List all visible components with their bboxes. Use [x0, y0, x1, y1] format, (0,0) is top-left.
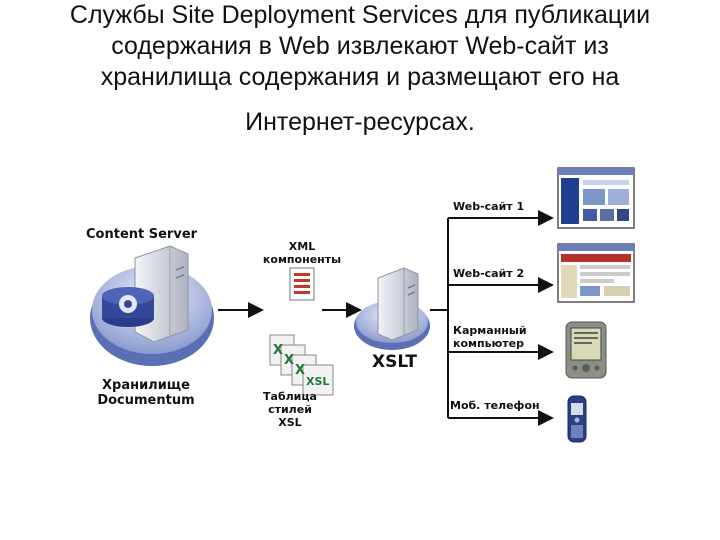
target-label-mobile: Моб. телефон	[450, 399, 540, 412]
target-label-pda: Карманный компьютер	[453, 324, 527, 350]
repository-label-line-1: Хранилище	[101, 378, 190, 393]
web-site-2-screen-icon	[557, 243, 635, 303]
content-server-label: Content Server	[86, 227, 198, 242]
xml-label-line-2: компоненты	[262, 253, 342, 266]
xsl-table-line-3: XSL	[278, 416, 302, 429]
title-line-4: Интернет-ресурсах.	[245, 108, 475, 136]
xslt-server-group	[354, 267, 430, 350]
title-line-1: Службы Site Deployment Services для публ…	[69, 1, 651, 29]
target-label-web-site-2: Web-сайт 2	[453, 267, 525, 280]
xsl-doc-label: XSL	[306, 375, 329, 388]
title-line-2: содержания в Web извлекают Web-сайт из	[111, 32, 609, 60]
xsl-doc-letter-1: X	[273, 343, 283, 358]
repository-label-line-2: Documentum	[97, 393, 195, 408]
xml-components-icon	[289, 267, 315, 301]
xslt-server-icon	[377, 267, 419, 341]
xslt-label: XSLT	[372, 352, 417, 372]
xsl-documents-icon: X X X XSL	[269, 334, 334, 396]
web-site-1-screen-icon	[557, 167, 635, 229]
content-server-group	[90, 245, 214, 366]
pda-label-line-1: Карманный	[453, 324, 527, 337]
repository-label: Хранилище Documentum	[96, 378, 196, 408]
xsl-doc-letter-3: X	[295, 363, 305, 378]
xsl-table-line-2: стилей	[268, 403, 312, 416]
pda-label-line-2: компьютер	[453, 337, 524, 350]
title-line-3: хранилища содержания и размещают его на	[100, 63, 620, 91]
target-label-web-site-1: Web-сайт 1	[453, 200, 525, 213]
xsl-table-label: Таблица стилей XSL	[258, 390, 322, 429]
xml-label-line-1: XML	[288, 240, 316, 253]
xsl-table-line-1: Таблица	[263, 390, 317, 403]
xsl-doc-letter-2: X	[284, 353, 294, 368]
xml-components-label: XML компоненты	[262, 240, 342, 266]
slide-title: Службы Site Deployment Services для публ…	[0, 0, 720, 138]
pda-icon	[565, 321, 607, 379]
mobile-phone-icon	[567, 395, 587, 443]
